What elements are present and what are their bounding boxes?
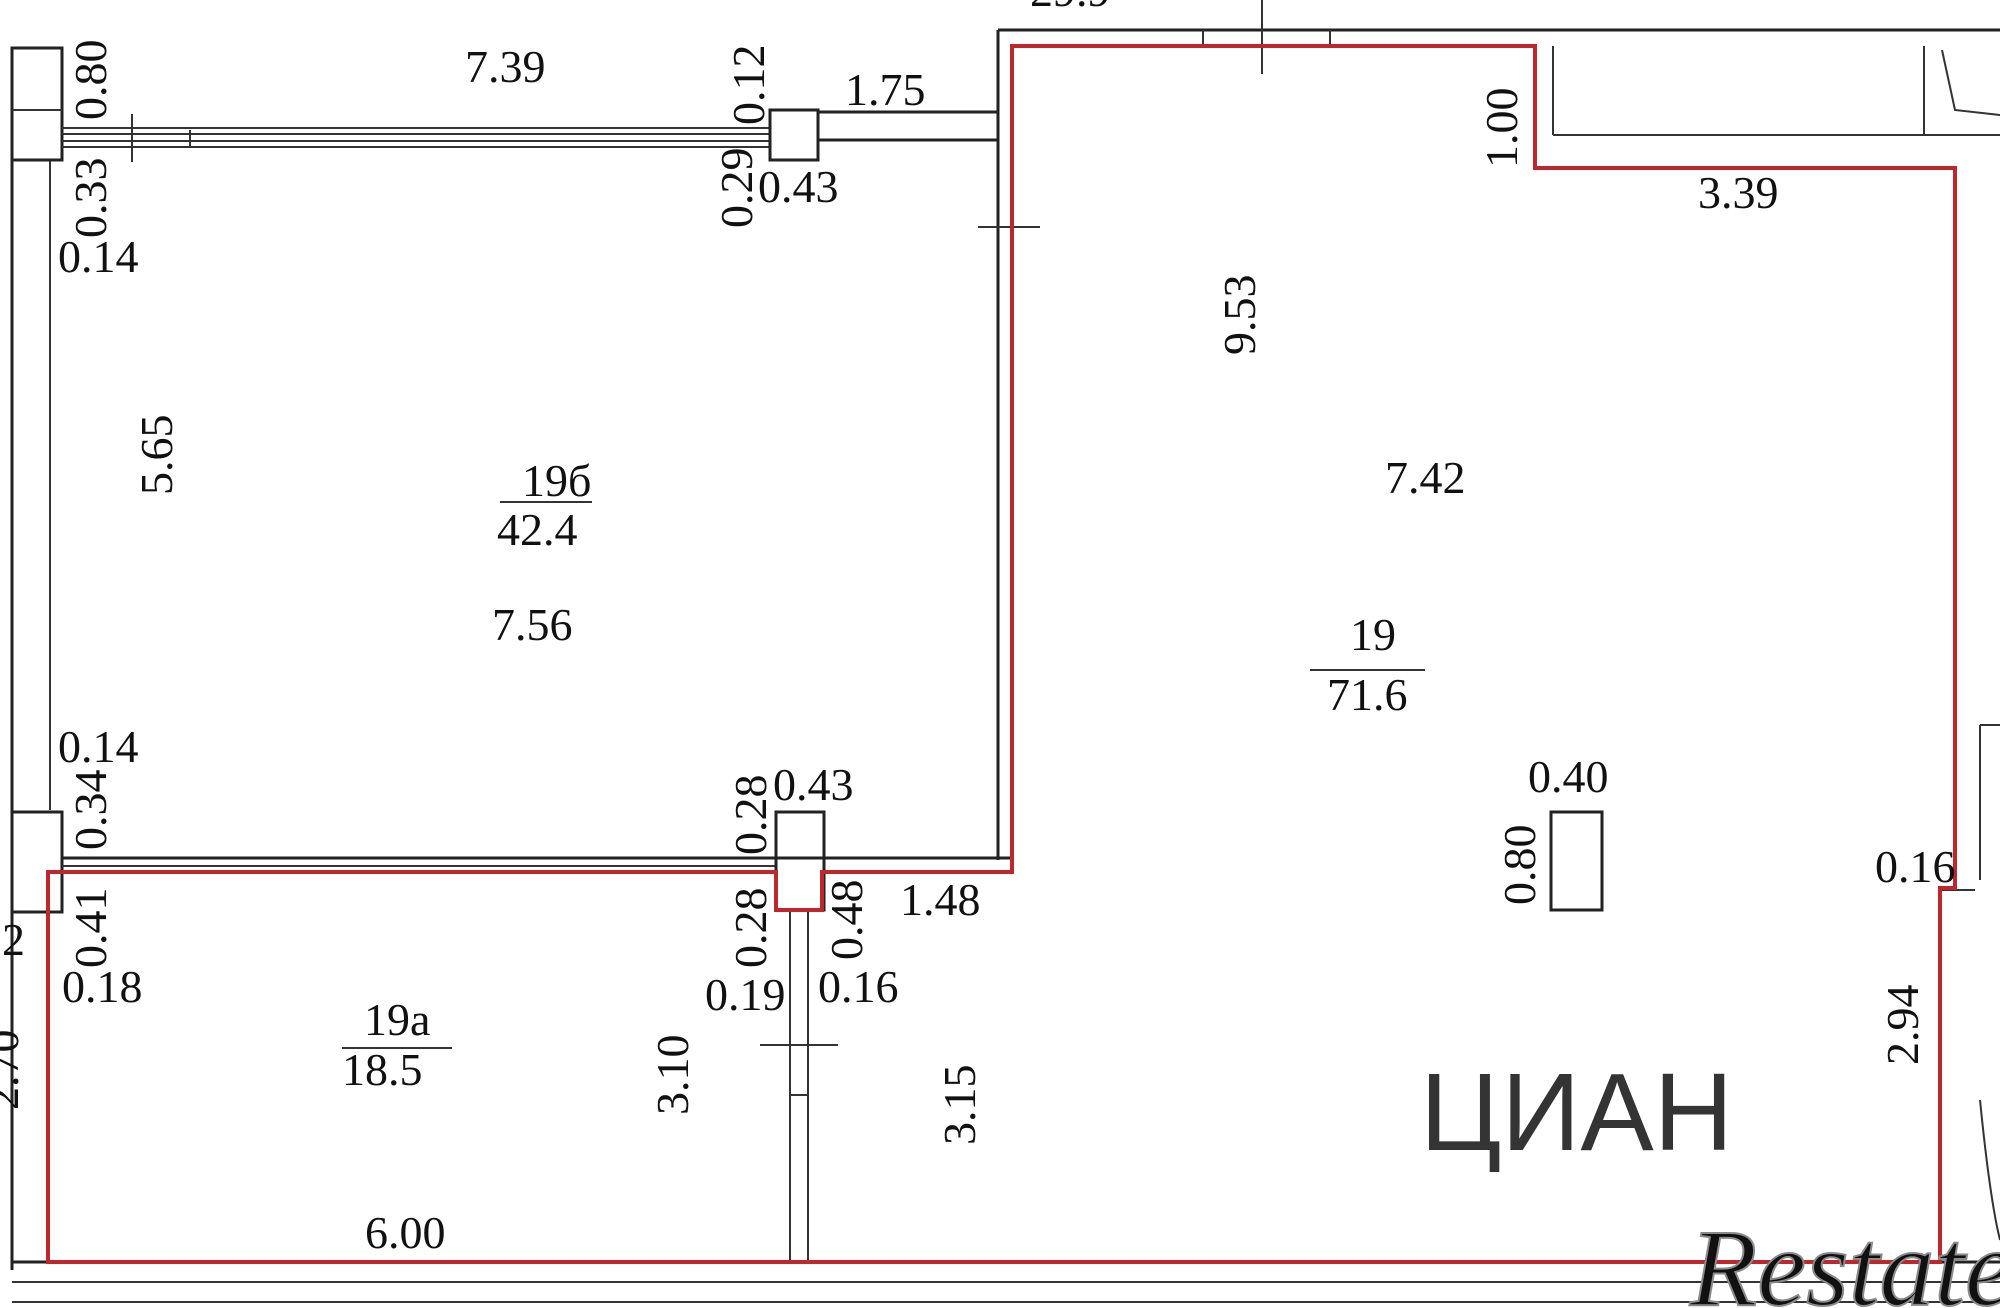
- room-area: 42.4: [497, 504, 578, 555]
- dim-label: 2.70: [0, 1030, 28, 1111]
- dim-label: 0.34: [65, 770, 116, 851]
- dim-label: 0.14: [58, 721, 139, 772]
- column-bottom-middle: [774, 810, 826, 912]
- dim-label: 3.39: [1698, 167, 1779, 218]
- watermark-cian: ЦИАН: [1420, 1051, 1733, 1174]
- dim-label: 2: [2, 914, 25, 965]
- dim-label: 0.41: [65, 888, 116, 969]
- column-bottom-left: [10, 810, 64, 914]
- dim-label: 0.19: [705, 969, 786, 1020]
- watermark-restate: Restate: [1688, 1206, 2000, 1308]
- room-area: 71.6: [1327, 669, 1408, 720]
- dim-label: 6.00: [365, 1207, 446, 1258]
- dim-label: 1.48: [900, 874, 981, 925]
- dim-label: 0.29: [711, 148, 762, 229]
- room-number: 19: [1350, 609, 1396, 660]
- dim-label: 0.12: [723, 45, 774, 126]
- dim-label: 9.53: [1214, 275, 1265, 356]
- dim-label: 7.39: [465, 41, 546, 92]
- restate-watermark-text: Restate: [1689, 1207, 2000, 1308]
- dim-label: 0.43: [758, 161, 839, 212]
- room-19b-label: 19б 42.4: [497, 455, 592, 555]
- dim-label: 0.80: [1494, 825, 1545, 906]
- room-number: 19б: [522, 455, 591, 506]
- dim-label: 0.28: [725, 888, 776, 969]
- dim-label: 0.33: [65, 158, 116, 239]
- room-19a-label: 19а 18.5: [342, 994, 452, 1095]
- dim-label: 7.42: [1385, 452, 1466, 503]
- top-cut-dimension: 29.9: [1030, 0, 1111, 16]
- column-top-middle: [768, 108, 820, 162]
- dimension-labels: 7.39 1.75 0.43 0.14 7.56 0.14 0.43 1.48 …: [2, 41, 1956, 1258]
- room-area: 18.5: [342, 1044, 423, 1095]
- unit-outline: [46, 44, 1957, 1264]
- dim-label: 1.00: [1476, 88, 1527, 169]
- dim-label: 0.43: [773, 759, 854, 810]
- vertical-dimension-labels: 0.80 0.12 0.33 0.29 5.65 0.34 0.28 0.41 …: [0, 40, 1928, 1146]
- dim-label: 7.56: [492, 599, 573, 650]
- cian-watermark-text: ЦИАН: [1420, 1051, 1733, 1174]
- dim-label: 5.65: [131, 415, 182, 496]
- dim-label: 0.80: [65, 40, 116, 121]
- dim-label: 1.75: [845, 64, 926, 115]
- shaft: [1549, 810, 1604, 912]
- column-top-left: [10, 46, 64, 162]
- dim-label: 0.18: [62, 961, 143, 1012]
- dim-label: 2.94: [1877, 985, 1928, 1066]
- dim-label: 0.16: [1875, 841, 1956, 892]
- dim-label: 3.10: [647, 1035, 698, 1116]
- dim-label: 0.48: [821, 880, 872, 961]
- dim-label: 3.15: [934, 1065, 985, 1146]
- room-19-label: 19 71.6: [1310, 609, 1425, 720]
- dim-label: 0.40: [1528, 751, 1609, 802]
- room-number: 19а: [364, 994, 430, 1045]
- dim-label: 0.14: [58, 231, 139, 282]
- dim-label: 0.16: [818, 961, 899, 1012]
- dim-label: 0.28: [725, 775, 776, 856]
